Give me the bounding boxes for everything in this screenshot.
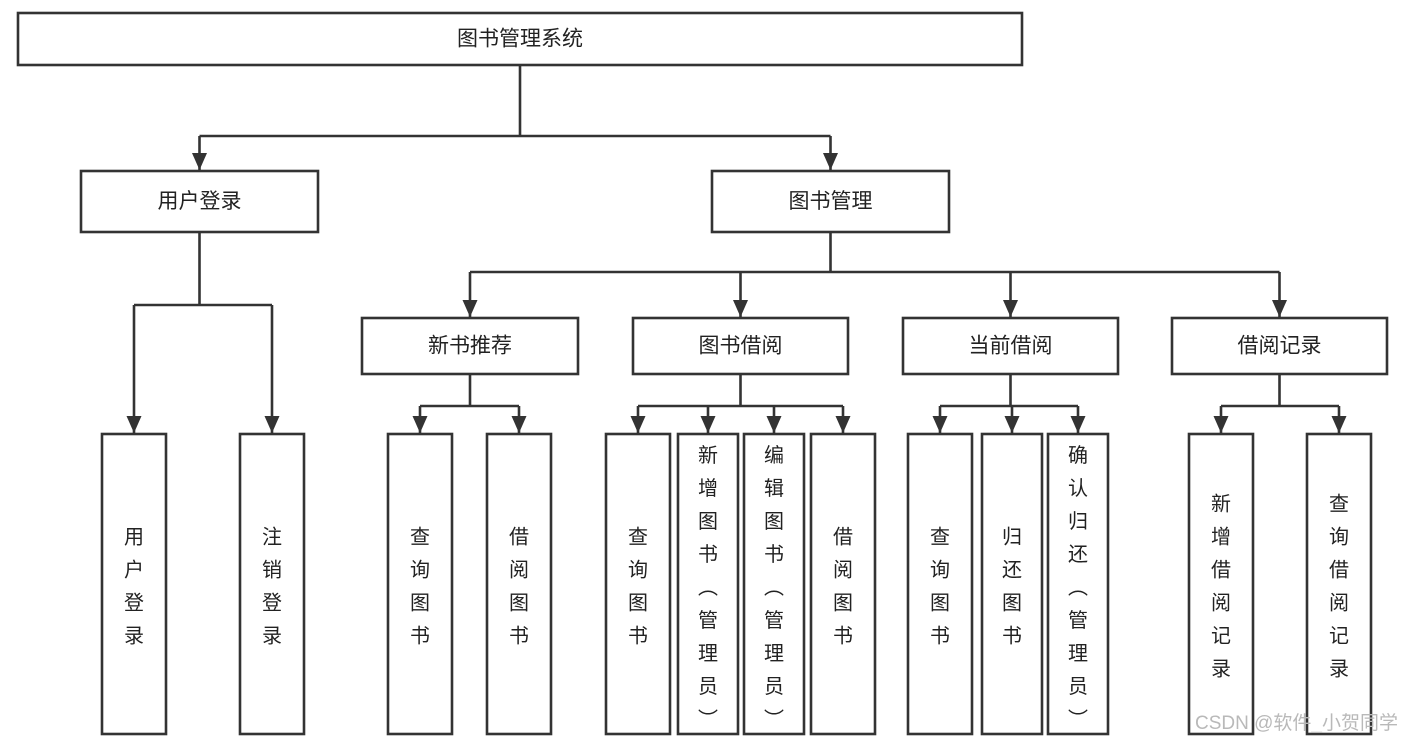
node-label-leaf_nb_borrow: 借阅图书 xyxy=(509,526,529,648)
node-box-leaf_cu_confirm[interactable] xyxy=(1046,432,1110,736)
node-box-leaf_bo_add[interactable] xyxy=(676,432,740,736)
node-box-leaf_rc_query[interactable] xyxy=(1305,432,1373,736)
node-label-l3_record: 借阅记录 xyxy=(1238,335,1322,358)
node-box-l3_record[interactable] xyxy=(1170,316,1389,376)
node-leaf_user_login[interactable]: 用户登录 xyxy=(100,432,168,736)
node-leaf_bo_add[interactable]: 新增图书︵管理员︶ xyxy=(676,432,740,736)
node-box-leaf_nb_borrow[interactable] xyxy=(485,432,553,736)
node-label-leaf_cu_confirm: 确认归还︵管理员︶ xyxy=(1068,444,1088,731)
node-box-leaf_bo_edit[interactable] xyxy=(742,432,806,736)
node-leaf_nb_borrow[interactable]: 借阅图书 xyxy=(485,432,553,736)
node-leaf_rc_add[interactable]: 新增借阅记录 xyxy=(1187,432,1255,736)
node-leaf_bo_borrow[interactable]: 借阅图书 xyxy=(809,432,877,736)
node-l3_borrow[interactable]: 图书借阅 xyxy=(631,316,850,376)
node-label-l2_user_login: 用户登录 xyxy=(158,190,242,213)
node-label-leaf_bo_query: 查询图书 xyxy=(628,526,648,648)
node-label-leaf_bo_borrow: 借阅图书 xyxy=(833,526,853,648)
node-box-leaf_cu_query[interactable] xyxy=(906,432,974,736)
edges-from-l2_user_login xyxy=(126,232,280,433)
node-label-leaf_bo_add: 新增图书︵管理员︶ xyxy=(698,444,718,731)
node-root[interactable]: 图书管理系统 xyxy=(16,11,1024,67)
node-box-l3_borrow[interactable] xyxy=(631,316,850,376)
csdn-watermark: CSDN @软件_小贺同学 xyxy=(1195,712,1398,734)
node-l3_new_book[interactable]: 新书推荐 xyxy=(360,316,580,376)
node-l3_record[interactable]: 借阅记录 xyxy=(1170,316,1389,376)
node-box-l3_new_book[interactable] xyxy=(360,316,580,376)
node-box-leaf_user_logout[interactable] xyxy=(238,432,306,736)
node-leaf_user_logout[interactable]: 注销登录 xyxy=(238,432,306,736)
node-leaf_bo_query[interactable]: 查询图书 xyxy=(604,432,672,736)
edges-from-l3_current xyxy=(932,374,1086,433)
node-label-leaf_user_logout: 注销登录 xyxy=(262,526,282,648)
edges-from-root xyxy=(192,65,838,170)
node-box-l2_user_login[interactable] xyxy=(79,169,320,234)
edges-from-l3_new_book xyxy=(412,374,527,433)
node-label-leaf_bo_edit: 编辑图书︵管理员︶ xyxy=(764,444,784,731)
node-label-root: 图书管理系统 xyxy=(457,28,583,51)
node-label-leaf_rc_query: 查询借阅记录 xyxy=(1329,493,1349,681)
node-label-l2_book_manage: 图书管理 xyxy=(789,190,873,213)
node-leaf_cu_confirm[interactable]: 确认归还︵管理员︶ xyxy=(1046,432,1110,736)
node-box-leaf_bo_query[interactable] xyxy=(604,432,672,736)
node-label-leaf_cu_query: 查询图书 xyxy=(930,526,950,648)
node-leaf_rc_query[interactable]: 查询借阅记录 xyxy=(1305,432,1373,736)
node-layer: 图书管理系统用户登录用户登录注销登录图书管理新书推荐查询图书借阅图书图书借阅查询… xyxy=(16,11,1389,736)
edges-from-l3_record xyxy=(1213,374,1347,433)
node-box-leaf_nb_query[interactable] xyxy=(386,432,454,736)
connector-layer xyxy=(126,65,1347,433)
node-leaf_cu_query[interactable]: 查询图书 xyxy=(906,432,974,736)
node-label-l3_new_book: 新书推荐 xyxy=(428,335,512,358)
node-box-l2_book_manage[interactable] xyxy=(710,169,951,234)
node-box-root[interactable] xyxy=(16,11,1024,67)
node-l3_current[interactable]: 当前借阅 xyxy=(901,316,1120,376)
node-leaf_nb_query[interactable]: 查询图书 xyxy=(386,432,454,736)
node-label-l3_current: 当前借阅 xyxy=(969,335,1053,358)
node-leaf_bo_edit[interactable]: 编辑图书︵管理员︶ xyxy=(742,432,806,736)
node-label-leaf_rc_add: 新增借阅记录 xyxy=(1211,493,1231,681)
node-leaf_cu_return[interactable]: 归还图书 xyxy=(980,432,1044,736)
node-l2_user_login[interactable]: 用户登录 xyxy=(79,169,320,234)
node-label-leaf_user_login: 用户登录 xyxy=(124,527,144,648)
node-box-leaf_cu_return[interactable] xyxy=(980,432,1044,736)
node-box-leaf_user_login[interactable] xyxy=(100,432,168,736)
node-box-leaf_bo_borrow[interactable] xyxy=(809,432,877,736)
node-label-leaf_nb_query: 查询图书 xyxy=(410,526,430,648)
node-box-l3_current[interactable] xyxy=(901,316,1120,376)
node-label-leaf_cu_return: 归还图书 xyxy=(1002,526,1022,648)
node-l2_book_manage[interactable]: 图书管理 xyxy=(710,169,951,234)
node-box-leaf_rc_add[interactable] xyxy=(1187,432,1255,736)
node-label-l3_borrow: 图书借阅 xyxy=(699,335,783,358)
edges-from-l2_book_manage xyxy=(462,232,1287,317)
edges-from-l3_borrow xyxy=(630,374,851,433)
